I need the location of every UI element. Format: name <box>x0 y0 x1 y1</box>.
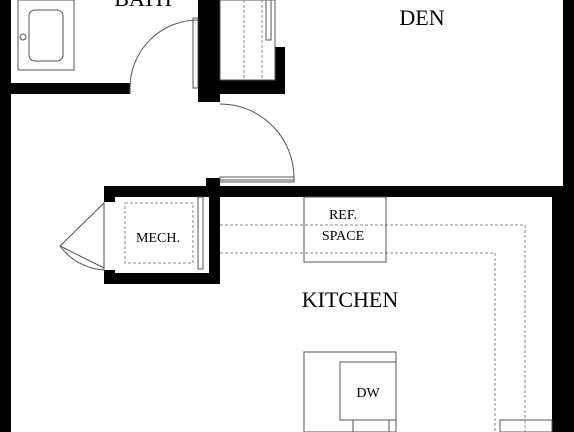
wall-left-bath <box>0 0 11 94</box>
wall-bath-door-stub <box>198 0 209 102</box>
ref-label-line1: REF. <box>329 208 357 223</box>
wall-mech-right <box>209 186 220 284</box>
wall-left-hall <box>0 94 11 432</box>
wall-den-bottom <box>209 186 574 197</box>
den-closet <box>219 0 276 81</box>
sink <box>352 419 390 432</box>
mech-closet <box>59 196 204 271</box>
room-label-den: DEN <box>399 5 444 30</box>
wall-bath-bottom <box>0 83 130 94</box>
sink-basin <box>28 9 64 62</box>
bath-door[interactable] <box>129 17 199 94</box>
wall-den-right <box>563 0 574 197</box>
kitchen-fixtures <box>303 196 553 432</box>
wall-door-jamb-small <box>206 92 220 102</box>
wall-den-left <box>209 0 220 94</box>
room-label-bath: BATH <box>114 0 172 11</box>
kitchen-counters <box>220 224 526 432</box>
wall-mech-left <box>104 186 115 202</box>
wall-closet-bottom <box>220 80 285 94</box>
den-door[interactable] <box>219 103 295 183</box>
ref-label-line2: SPACE <box>322 229 364 244</box>
wall-mech-top <box>104 186 220 197</box>
wall-kitchen-right <box>552 186 574 432</box>
wall-closet-right <box>275 47 285 94</box>
bath-fixtures <box>17 0 75 71</box>
wall-mech-bottom <box>104 273 220 284</box>
faucet-icon <box>19 33 27 41</box>
vanity <box>17 0 75 71</box>
corner-fixture <box>499 419 553 432</box>
dw-label: DW <box>356 386 380 401</box>
room-label-kitchen: KITCHEN <box>302 287 399 312</box>
mech-label: MECH. <box>136 231 180 246</box>
